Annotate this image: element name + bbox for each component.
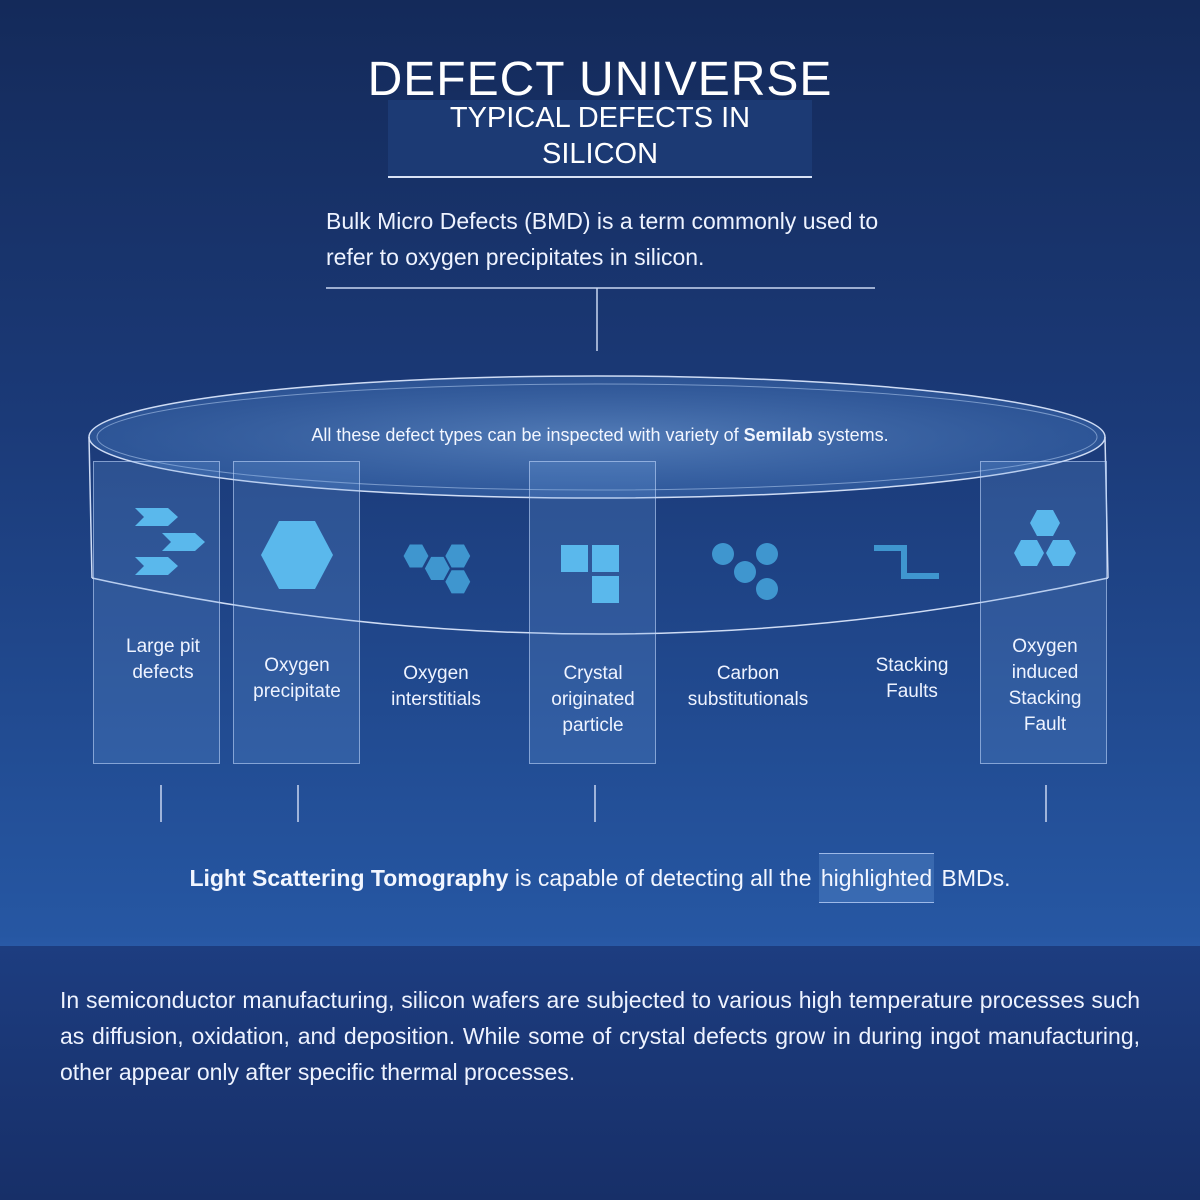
brand-name: Semilab [743,425,813,445]
highlight-box-oxygen-precipitate [233,461,360,764]
page-title: DEFECT UNIVERSE [367,53,833,106]
chevron-arrows-icon [135,508,205,575]
page-subtitle: TYPICAL DEFECTS IN SILICON [388,100,812,178]
defect-label-carbon-substitutionals: Carbon substitutionals [687,663,809,710]
defect-label-oxygen-interstitials: Oxygen interstitials [391,663,481,710]
defect-label-crystal-particle: Crystal originated particle [551,663,635,736]
conclusion-middle: is capable of detecting all the [508,865,818,891]
dots-icon [712,543,778,600]
squares-icon [561,545,619,603]
cylinder-caption-end: systems. [812,425,889,445]
method-name: Light Scattering Tomography [189,865,509,891]
conclusion-text: Light Scattering Tomography is capable o… [0,853,1200,903]
highlighted-word: highlighted [818,853,935,903]
footer-text: In semiconductor manufacturing, silicon … [60,987,1140,1085]
defect-label-oxygen-precipitate: Oxygen precipitate [253,655,341,702]
defect-label-osf: Oxygen induced Stacking Fault [1008,636,1082,735]
hexagon-triad-icon [1014,510,1076,566]
hexagon-cluster-icon [403,544,471,594]
highlight-box-crystal-particle [529,461,656,764]
step-line-icon [874,545,939,579]
cylinder-caption-text: All these defect types can be inspected … [311,425,744,445]
footer-panel [0,946,1200,1200]
hexagon-icon [261,521,333,589]
defect-label-large-pit: Large pit defects [126,636,200,683]
intro-text: Bulk Micro Defects (BMD) is a term commo… [326,208,879,270]
cylinder-left-side [88,436,93,579]
defect-label-stacking-faults: Stacking Faults [875,655,949,702]
cylinder-caption: All these defect types can be inspected … [150,425,1050,446]
conclusion-end: BMDs. [935,865,1011,891]
